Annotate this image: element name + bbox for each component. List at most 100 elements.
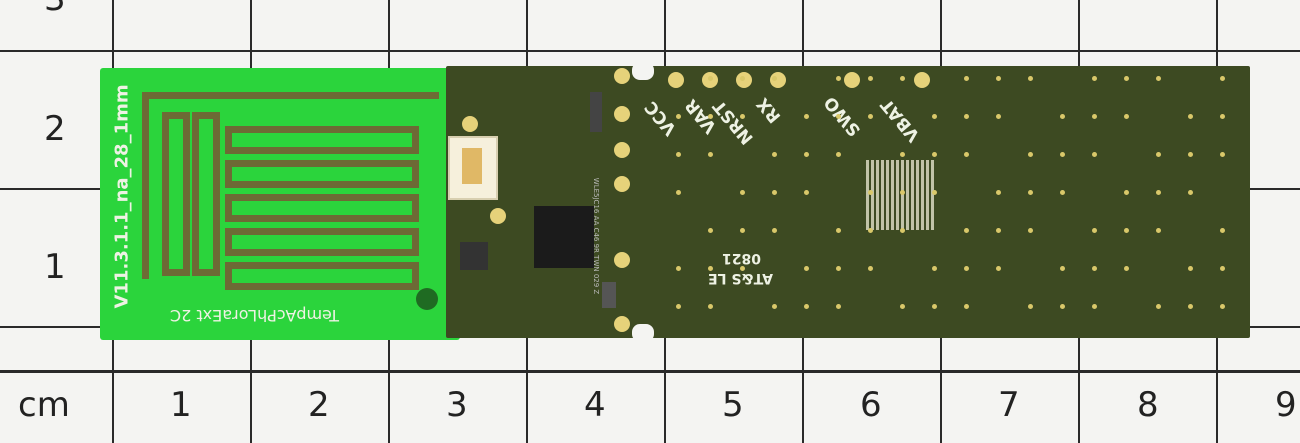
antenna-trace	[192, 112, 220, 276]
datamatrix-code	[866, 160, 936, 230]
x-label: 8	[1137, 385, 1159, 425]
connector	[448, 136, 498, 200]
via	[932, 266, 937, 271]
x-label: 6	[860, 385, 882, 425]
via	[804, 114, 809, 119]
pad	[614, 68, 630, 84]
via	[740, 228, 745, 233]
antenna-trace	[225, 228, 419, 256]
via	[676, 190, 681, 195]
mounting-hole	[416, 288, 438, 310]
x-label: 7	[998, 385, 1020, 425]
via	[1060, 114, 1065, 119]
via	[900, 152, 905, 157]
via	[1156, 190, 1161, 195]
via	[1188, 152, 1193, 157]
antenna-trace	[225, 262, 419, 290]
via	[900, 304, 905, 309]
pin-label-vcc: VCC	[641, 96, 681, 140]
component	[590, 92, 602, 132]
chip-text: AA C46 9R	[592, 215, 601, 253]
via	[1188, 190, 1193, 195]
via	[804, 304, 809, 309]
via	[1220, 304, 1225, 309]
via	[804, 190, 809, 195]
antenna-trace	[162, 112, 190, 276]
antenna-trace	[142, 92, 439, 279]
lora-chip: WLE5JC16 AA C46 9R TWN 029 Z	[534, 178, 600, 294]
main-section: WLE5JC16 AA C46 9R TWN 029 Z VCC VAR NRS…	[446, 62, 1250, 342]
via	[1060, 266, 1065, 271]
y-label: 3	[44, 0, 66, 16]
x-label: 3	[446, 385, 468, 425]
via	[708, 228, 713, 233]
pad-vcc	[668, 72, 684, 88]
via	[868, 228, 873, 233]
date-code: 0821	[722, 250, 761, 266]
pad	[614, 176, 630, 192]
via	[1060, 152, 1065, 157]
antenna-section: V11.3.1.1_na_28_1mm TempAcPhLoraExt 2C	[100, 68, 460, 340]
via	[836, 76, 841, 81]
y-label: 1	[44, 247, 66, 287]
antenna-trace	[225, 126, 419, 154]
via	[1124, 76, 1129, 81]
via	[868, 190, 873, 195]
via	[1092, 76, 1097, 81]
via	[996, 228, 1001, 233]
via	[1156, 152, 1161, 157]
via	[1092, 266, 1097, 271]
via	[932, 114, 937, 119]
via	[996, 114, 1001, 119]
pad	[614, 316, 630, 332]
chip-text: WLE5JC16	[592, 177, 601, 214]
via	[932, 190, 937, 195]
pad	[614, 106, 630, 122]
pin-label-vbat: VBAT	[877, 94, 925, 146]
via	[708, 76, 713, 81]
via	[836, 152, 841, 157]
via	[676, 114, 681, 119]
chip-text: TWN 029 Z	[592, 255, 601, 295]
via	[708, 152, 713, 157]
via	[1124, 114, 1129, 119]
via	[1124, 228, 1129, 233]
via	[868, 266, 873, 271]
via	[1156, 304, 1161, 309]
via	[900, 76, 905, 81]
via	[1092, 228, 1097, 233]
pad	[462, 116, 478, 132]
x-label: 4	[584, 385, 606, 425]
via	[964, 304, 969, 309]
pad-swo	[844, 72, 860, 88]
via	[1124, 266, 1129, 271]
x-label: 1	[170, 385, 192, 425]
via	[836, 266, 841, 271]
antenna-trace	[225, 160, 419, 188]
board-name-text: TempAcPhLoraExt 2C	[170, 306, 339, 325]
via	[708, 114, 713, 119]
via	[964, 76, 969, 81]
via	[964, 228, 969, 233]
pad-vbat	[914, 72, 930, 88]
via	[996, 76, 1001, 81]
y-label: 2	[44, 109, 66, 149]
via	[1092, 114, 1097, 119]
via	[1028, 304, 1033, 309]
via	[1156, 228, 1161, 233]
pin-label-rx: RX	[753, 93, 786, 127]
via	[772, 190, 777, 195]
via	[836, 304, 841, 309]
x-label: 9	[1275, 385, 1297, 425]
via	[740, 114, 745, 119]
via	[868, 114, 873, 119]
via	[708, 266, 713, 271]
unit-label: cm	[18, 385, 70, 425]
via	[676, 266, 681, 271]
via	[804, 266, 809, 271]
via	[708, 304, 713, 309]
pad	[490, 208, 506, 224]
grid-line	[0, 50, 1300, 52]
via	[1092, 152, 1097, 157]
via	[1060, 190, 1065, 195]
